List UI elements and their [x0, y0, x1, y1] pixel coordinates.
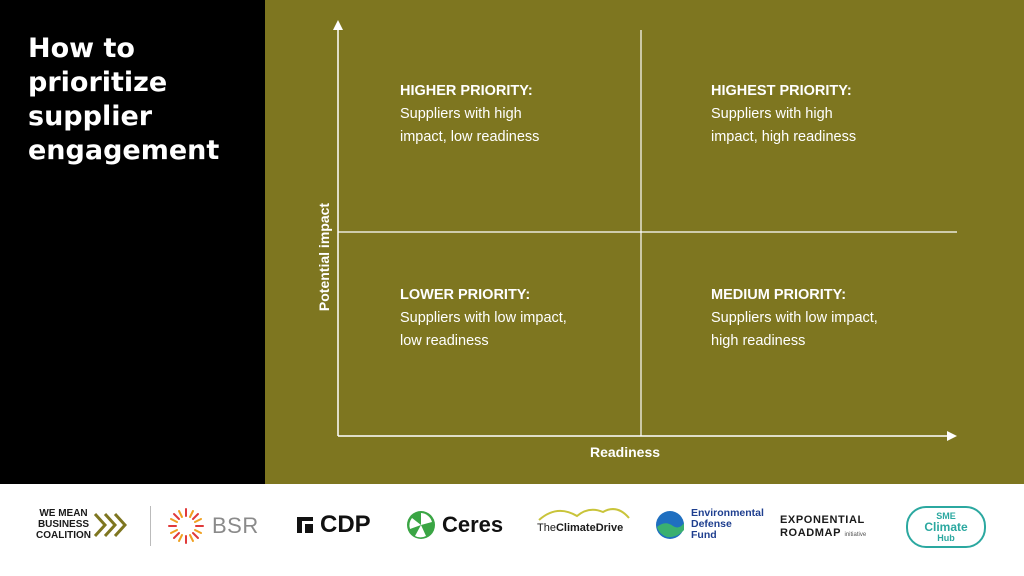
bsr-burst-icon — [168, 508, 204, 544]
sme-line-3: Hub — [937, 532, 955, 543]
quadrant-description: Suppliers with high impact, low readines… — [400, 106, 540, 145]
slide-title: How to prioritize supplier engagement — [28, 33, 220, 166]
logo-cdp: CDP — [294, 511, 371, 539]
y-axis-label: Potential impact — [316, 202, 332, 312]
quadrant-description: Suppliers with low impact, high readines… — [711, 310, 878, 349]
y-axis-arrowhead — [333, 20, 343, 30]
quadrant-diagram — [333, 20, 957, 441]
logo-bsr: BSR — [166, 506, 259, 546]
wmb-line-2: BUSINESS — [37, 519, 90, 530]
wmb-line-1: WE MEAN — [39, 508, 88, 519]
sme-line-1: SME — [936, 510, 956, 521]
quadrant-description: Suppliers with low impact, low readiness — [400, 310, 567, 349]
climate-drive-hills-icon — [538, 508, 630, 521]
exponential-suffix: initiative — [844, 532, 867, 538]
title-panel: How to prioritize supplier engagement — [0, 0, 265, 484]
logo-we-mean-business: WE MEAN BUSINESS COALITION — [36, 508, 127, 541]
edf-wordmark: Environmental Defense Fund — [691, 508, 764, 541]
logo-exponential-roadmap: EXPONENTIAL ROADMAP initiative — [780, 514, 866, 542]
wmb-wordmark: WE MEAN BUSINESS COALITION — [36, 508, 91, 541]
edf-line-1: Environmental — [691, 507, 764, 519]
climate-drive-main: ClimateDrive — [555, 522, 624, 534]
sme-climate-hub-badge: SME Climate Hub — [906, 506, 986, 548]
logo-divider — [150, 506, 151, 546]
quadrant-top-left: HIGHER PRIORITY: Suppliers with high imp… — [400, 80, 570, 149]
exponential-roadmap-wordmark: EXPONENTIAL ROADMAP initiative — [780, 514, 866, 542]
climate-drive-prefix: The — [537, 522, 556, 534]
quadrant-heading: MEDIUM PRIORITY: — [711, 287, 847, 303]
edf-globe-icon — [656, 510, 684, 539]
sme-line-2: Climate — [924, 519, 968, 534]
partner-logos-footer: WE MEAN BUSINESS COALITION — [0, 484, 1024, 576]
exponential-line-1: EXPONENTIAL — [780, 514, 865, 526]
wmb-chevrons-icon — [93, 512, 127, 537]
quadrant-heading: HIGHER PRIORITY: — [400, 83, 533, 99]
exponential-line-2: ROADMAP — [780, 527, 841, 539]
logo-ceres: Ceres — [406, 510, 503, 540]
x-axis-arrowhead — [947, 431, 957, 441]
quadrant-description: Suppliers with high impact, high readine… — [711, 106, 857, 145]
ceres-wordmark: Ceres — [442, 512, 504, 537]
wmb-line-3: COALITION — [36, 530, 91, 541]
cdp-mark-icon — [297, 517, 313, 533]
climate-drive-wordmark: TheClimateDrive — [537, 522, 623, 534]
logo-sme-climate-hub: SME Climate Hub — [906, 506, 986, 548]
ceres-leaf-icon — [407, 511, 435, 539]
logo-climate-drive: TheClimateDrive — [537, 502, 631, 534]
cdp-wordmark: CDP — [320, 511, 371, 538]
edf-line-3: Fund — [691, 529, 717, 541]
logo-edf: Environmental Defense Fund — [655, 508, 764, 541]
edf-line-2: Defense — [691, 518, 732, 530]
x-axis-label: Readiness — [590, 444, 661, 460]
quadrant-heading: HIGHEST PRIORITY: — [711, 83, 852, 99]
quadrant-top-right: HIGHEST PRIORITY: Suppliers with high im… — [711, 80, 881, 149]
quadrant-bottom-right: MEDIUM PRIORITY: Suppliers with low impa… — [711, 284, 881, 353]
bsr-wordmark: BSR — [212, 513, 259, 538]
quadrant-bottom-left: LOWER PRIORITY: Suppliers with low impac… — [400, 284, 570, 353]
quadrant-heading: LOWER PRIORITY: — [400, 287, 531, 303]
diagram-panel: HIGHER PRIORITY: Suppliers with high imp… — [265, 0, 1024, 484]
